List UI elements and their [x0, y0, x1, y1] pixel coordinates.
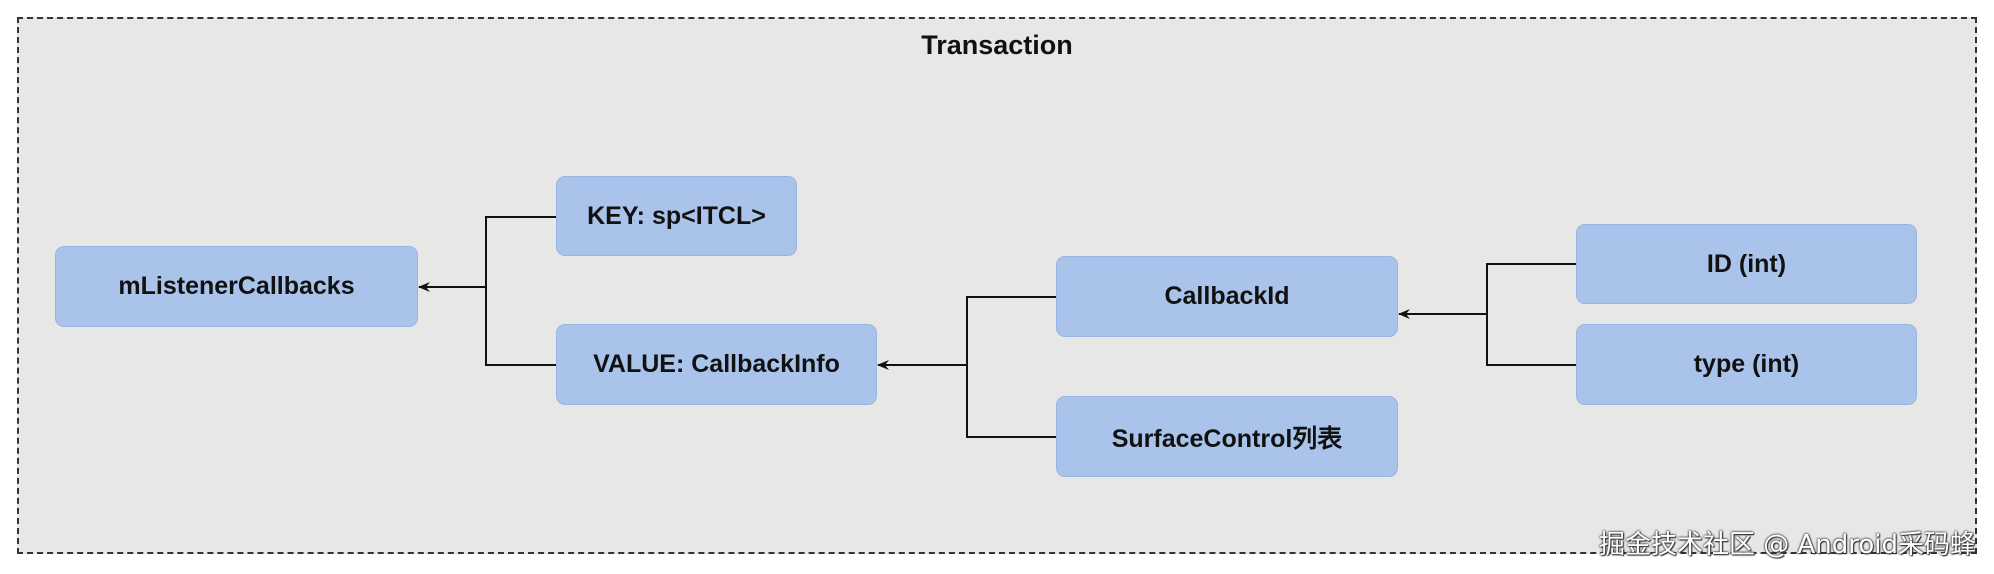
node-type: type (int) — [1576, 324, 1917, 405]
diagram-title: Transaction — [921, 30, 1073, 60]
connector-key-value-to-listener — [418, 216, 556, 366]
node-mlistenercallbacks: mListenerCallbacks — [55, 246, 418, 327]
node-callbackid: CallbackId — [1056, 256, 1398, 337]
node-surfacecontrol: SurfaceControl列表 — [1056, 396, 1398, 477]
node-value: VALUE: CallbackInfo — [556, 324, 877, 405]
node-id: ID (int) — [1576, 224, 1917, 304]
connector-id-type-to-callbackid — [1398, 263, 1576, 366]
node-key: KEY: sp<ITCL> — [556, 176, 797, 256]
footer-watermark: 掘金技术社区 @ Android采码蜂 — [1598, 530, 1976, 560]
connector-callbackid-surface-to-value — [877, 296, 1056, 438]
